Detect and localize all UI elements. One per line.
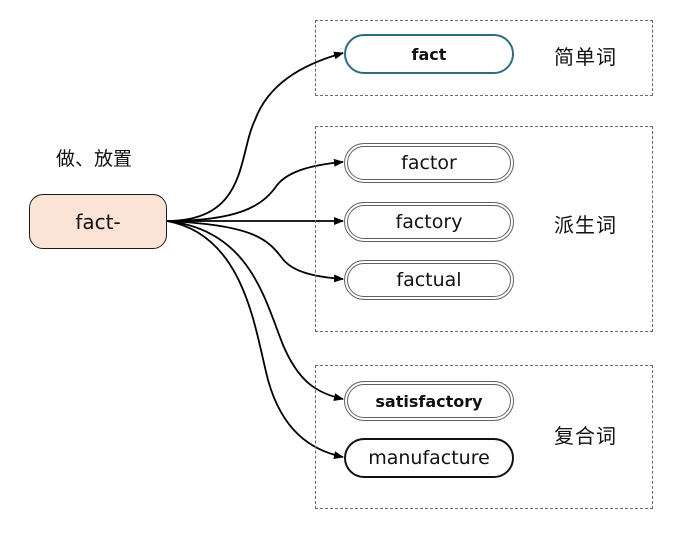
simple-word-group bbox=[315, 20, 653, 96]
arrow-to-fact bbox=[166, 51, 344, 222]
root-node: fact- bbox=[29, 194, 167, 249]
root-meaning: 做、放置 bbox=[56, 148, 133, 170]
word-manufacture: manufacture bbox=[344, 438, 514, 478]
arrow-to-manufacture bbox=[166, 220, 344, 460]
simple-word-label: 简单词 bbox=[554, 45, 617, 69]
word-factory: factory bbox=[344, 202, 514, 242]
compound-word-group bbox=[315, 365, 653, 509]
word-factual: factual bbox=[344, 260, 514, 300]
word-fact: fact bbox=[344, 34, 514, 74]
derived-word-label: 派生词 bbox=[554, 213, 617, 237]
word-factor: factor bbox=[344, 143, 514, 183]
word-satisfactory: satisfactory bbox=[344, 381, 514, 421]
compound-word-label: 复合词 bbox=[554, 424, 617, 448]
derived-word-group bbox=[315, 126, 653, 332]
arrow-to-factor bbox=[166, 158, 344, 222]
